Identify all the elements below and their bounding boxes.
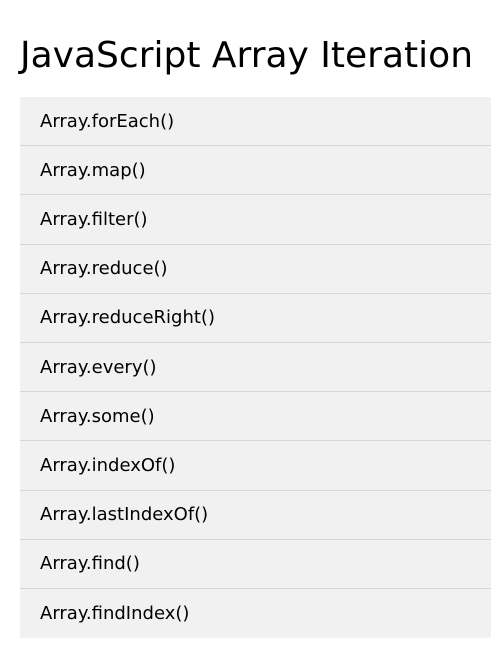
menu-link-lastindexof[interactable]: Array.lastIndexOf() (40, 504, 209, 526)
menu-item-find[interactable]: Array.find() (20, 540, 491, 589)
menu-link-reduceright[interactable]: Array.reduceRight() (40, 307, 215, 329)
menu-item-filter[interactable]: Array.filter() (20, 195, 491, 245)
menu-link-reduce[interactable]: Array.reduce() (40, 258, 168, 280)
menu-link-find[interactable]: Array.find() (40, 553, 140, 575)
menu-link-every[interactable]: Array.every() (40, 356, 157, 378)
menu-link-indexof[interactable]: Array.indexOf() (40, 454, 176, 476)
menu-item-foreach[interactable]: Array.forEach() (20, 97, 491, 147)
menu-item-lastindexof[interactable]: Array.lastIndexOf() (20, 491, 491, 540)
menu-item-map[interactable]: Array.map() (20, 146, 491, 196)
menu-item-findindex[interactable]: Array.findIndex() (20, 589, 491, 638)
menu-item-every[interactable]: Array.every() (20, 343, 491, 393)
menu-item-some[interactable]: Array.some() (20, 392, 491, 442)
menu-item-indexof[interactable]: Array.indexOf() (20, 441, 491, 491)
menu-link-map[interactable]: Array.map() (40, 159, 146, 181)
menu-link-some[interactable]: Array.some() (40, 405, 155, 427)
menu-item-reduce[interactable]: Array.reduce() (20, 245, 491, 294)
menu-link-filter[interactable]: Array.filter() (40, 208, 148, 230)
menu-link-foreach[interactable]: Array.forEach() (40, 110, 175, 132)
array-methods-menu: Array.forEach() Array.map() Array.filter… (20, 97, 491, 639)
page-title: JavaScript Array Iteration (20, 35, 474, 76)
menu-item-reduceright[interactable]: Array.reduceRight() (20, 294, 491, 343)
menu-link-findindex[interactable]: Array.findIndex() (40, 602, 190, 624)
